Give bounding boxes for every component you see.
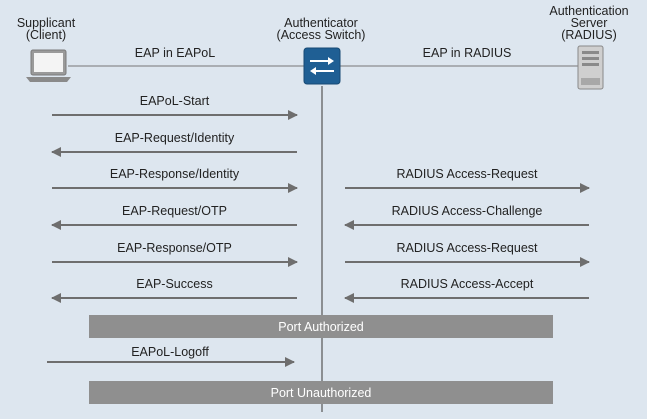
supplicant-title: Supplicant (Client) [16,16,76,42]
port-unauthorized-bar: Port Unauthorized [89,381,553,404]
authenticator-title-line2: (Access Switch) [276,28,366,42]
client-message-label: EAP-Request/OTP [122,204,227,218]
server-message-arrows [344,183,590,303]
link-label-eapol: EAP in EAPoL [134,46,216,60]
server-title-line1: Authentication [549,4,629,18]
server-title-line3: (RADIUS) [561,28,617,42]
client-message-label: EAP-Request/Identity [114,131,235,145]
logoff-label: EAPoL-Logoff [131,345,209,359]
server-message-label: RADIUS Access-Accept [400,277,534,291]
port-authorized-label: Port Authorized [278,319,364,334]
authenticator-title-line1: Authenticator [284,16,358,30]
client-message-arrows [51,110,298,303]
supplicant-title-line1: Supplicant [16,16,76,30]
server-icon [577,45,604,90]
switch-icon [303,47,341,85]
port-unauthorized-label: Port Unauthorized [270,385,372,400]
client-message-label: EAP-Response/Identity [109,167,240,181]
link-label-radius: EAP in RADIUS [422,46,512,60]
server-message-label: RADIUS Access-Request [396,167,538,181]
server-message-label: RADIUS Access-Request [396,241,538,255]
server-title: Authentication Server (RADIUS) [549,4,629,42]
supplicant-title-line2: (Client) [25,28,67,42]
authenticator-title: Authenticator (Access Switch) [276,16,366,42]
laptop-icon [26,49,71,82]
server-message-label: RADIUS Access-Challenge [391,204,543,218]
client-message-label: EAP-Response/OTP [117,241,232,255]
port-authorized-bar: Port Authorized [89,315,553,338]
server-title-line2: Server [570,16,608,30]
client-message-label: EAP-Success [136,277,213,291]
client-message-label: EAPoL-Start [139,94,210,108]
